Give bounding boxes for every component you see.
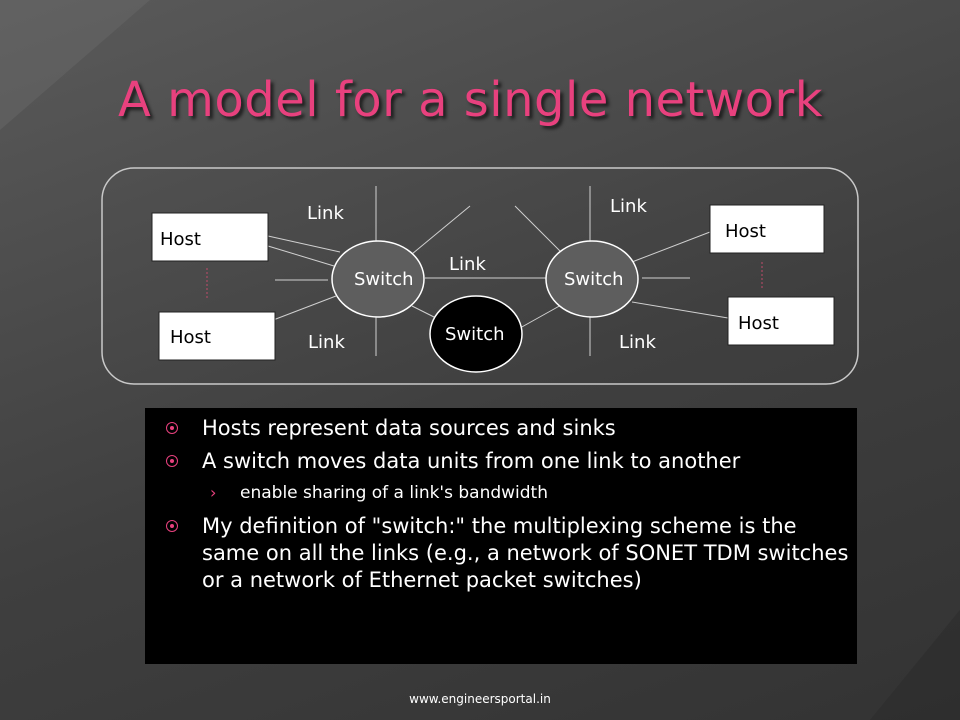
- link-label: Link: [308, 332, 345, 353]
- link-label: Link: [619, 332, 656, 353]
- host-label: Host: [738, 313, 779, 334]
- link-label: Link: [610, 196, 647, 217]
- bullet-item: A switch moves data units from one link …: [160, 448, 850, 475]
- network-boundary: [101, 167, 859, 385]
- host-label: Host: [170, 327, 211, 348]
- content-box: [145, 408, 857, 664]
- host-label: Host: [160, 229, 201, 250]
- sub-bullet-text: enable sharing of a link's bandwidth: [240, 483, 549, 503]
- bullet-icon: [166, 520, 178, 532]
- switch-node-left: [331, 240, 425, 318]
- link-label: Link: [449, 254, 486, 275]
- host-box-top-left: [151, 212, 269, 262]
- host-box-top-right: [709, 204, 825, 254]
- bullet-text: Hosts represent data sources and sinks: [202, 416, 616, 440]
- switch-label: Switch: [445, 324, 505, 345]
- host-label: Host: [725, 221, 766, 242]
- bullet-icon: [166, 422, 178, 434]
- bullet-text: A switch moves data units from one link …: [202, 449, 741, 473]
- chevron-right-icon: ›: [210, 483, 217, 502]
- bullet-item: My definition of "switch:" the multiplex…: [160, 513, 850, 594]
- host-box-bottom-right: [727, 296, 835, 346]
- bullet-item: Hosts represent data sources and sinks: [160, 415, 850, 442]
- host-box-bottom-left: [158, 311, 276, 361]
- bullet-list: Hosts represent data sources and sinks A…: [160, 415, 850, 600]
- slide-title: A model for a single network: [118, 72, 824, 128]
- link-label: Link: [307, 203, 344, 224]
- switch-node-right: [545, 240, 639, 318]
- switch-label: Switch: [354, 269, 414, 290]
- switch-node-bottom: [429, 295, 523, 373]
- switch-label: Switch: [564, 269, 624, 290]
- link-lines: [267, 186, 729, 356]
- bullet-text: My definition of "switch:" the multiplex…: [202, 514, 849, 592]
- sub-bullet-item: › enable sharing of a link's bandwidth: [160, 481, 850, 505]
- footer-url: www.engineersportal.in: [409, 692, 551, 706]
- bullet-icon: [166, 455, 178, 467]
